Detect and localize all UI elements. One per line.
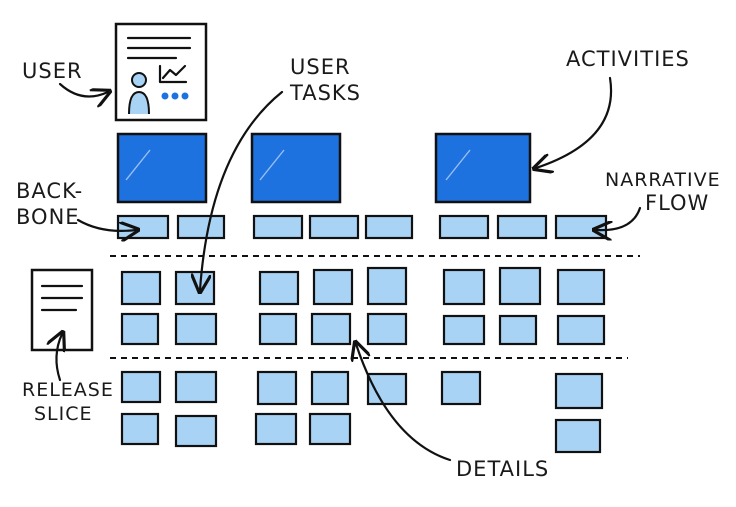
release-slice-label-line2: SLICE	[34, 403, 93, 425]
task-card	[312, 268, 354, 306]
user-label: USER	[22, 59, 83, 83]
task-card	[174, 370, 218, 404]
backbone-card	[252, 214, 304, 240]
task-card	[556, 314, 606, 346]
release-slice-document-icon	[30, 268, 94, 352]
task-card	[310, 312, 352, 346]
task-card	[254, 412, 298, 446]
task-card	[498, 314, 538, 346]
backbone-card	[554, 214, 608, 240]
user-tasks-label-line2: TASKS	[289, 81, 361, 105]
narrative-flow-arrow	[596, 206, 642, 230]
narrative-flow-label-line2: FLOW	[645, 191, 709, 215]
task-card	[554, 372, 604, 410]
activities-row	[116, 132, 532, 204]
task-card	[120, 370, 162, 404]
release-1-tasks	[120, 266, 606, 346]
details-arrow	[356, 344, 452, 462]
narrative-flow-label-line1: NARRATIVE	[605, 169, 721, 191]
activity-card	[434, 132, 532, 204]
task-card	[174, 312, 218, 346]
activity-card	[250, 132, 342, 204]
user-tasks-arrow	[200, 90, 284, 290]
backbone-label-line2: BONE	[16, 205, 80, 229]
backbone-row	[116, 214, 608, 240]
activities-arrow	[536, 76, 613, 168]
backbone-card	[116, 214, 170, 240]
backbone-card	[364, 214, 414, 240]
user-persona-document-icon	[114, 22, 208, 122]
task-card	[366, 266, 408, 306]
backbone-card	[176, 214, 226, 240]
task-card	[308, 412, 352, 446]
details-label: DETAILS	[456, 457, 549, 481]
task-card	[310, 370, 350, 406]
task-card	[120, 412, 160, 446]
task-card	[554, 418, 602, 454]
task-card	[442, 268, 486, 306]
task-card	[366, 372, 408, 406]
user-tasks-label-line1: USER	[290, 55, 351, 79]
user-arrow	[58, 82, 108, 97]
release-2-tasks	[120, 370, 604, 454]
backbone-card	[308, 214, 360, 240]
task-card	[174, 414, 218, 448]
task-card	[258, 312, 298, 346]
task-card	[120, 312, 160, 346]
activity-card	[116, 132, 208, 204]
task-card	[498, 266, 542, 306]
task-card	[258, 270, 300, 306]
backbone-card	[438, 214, 490, 240]
task-card	[256, 370, 298, 406]
task-card	[120, 270, 162, 306]
task-card	[366, 312, 408, 346]
backbone-arrow	[76, 218, 136, 231]
task-card	[174, 270, 216, 306]
backbone-label-line1: BACK-	[16, 179, 83, 203]
task-card	[556, 268, 606, 306]
release-slice-label-line1: RELEASE	[22, 379, 114, 401]
task-card	[440, 370, 482, 406]
backbone-card	[496, 214, 548, 240]
release-slice-arrow	[56, 334, 62, 382]
activities-label: ACTIVITIES	[566, 47, 690, 71]
task-card	[442, 314, 486, 346]
